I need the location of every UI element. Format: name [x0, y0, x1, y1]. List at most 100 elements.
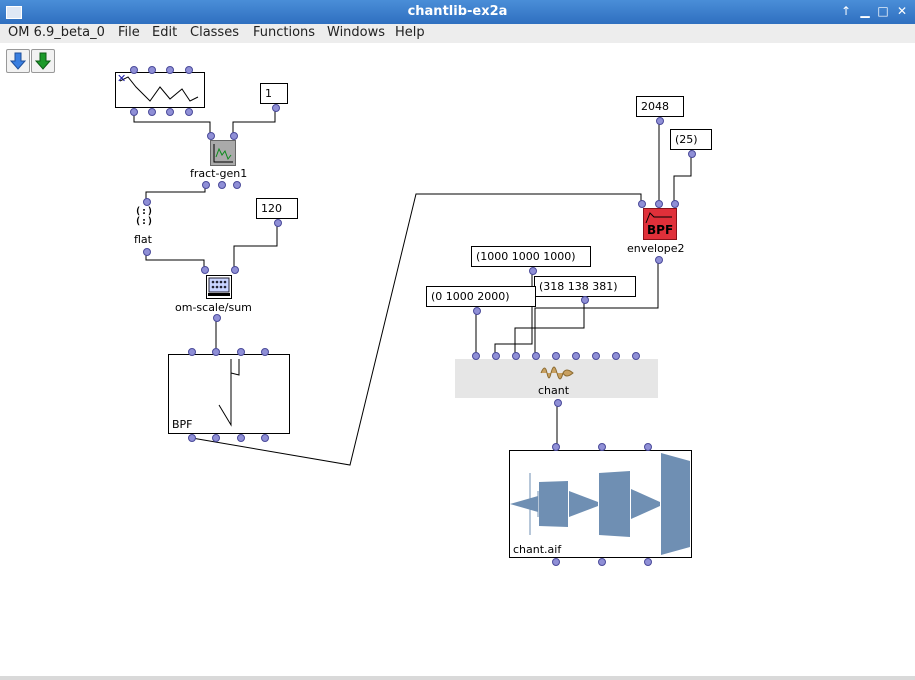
- fract-gen-icon[interactable]: [210, 140, 236, 166]
- inlet[interactable]: [552, 352, 560, 360]
- outlet[interactable]: [688, 150, 696, 158]
- outlet[interactable]: [148, 108, 156, 116]
- menu-bar: OM 6.9_beta_0 File Edit Classes Function…: [0, 24, 915, 43]
- inlet[interactable]: [130, 66, 138, 74]
- window-icon: [6, 6, 22, 19]
- inlet[interactable]: [671, 200, 679, 208]
- sound-box[interactable]: chant.aif: [509, 450, 692, 558]
- chant-icon: [540, 366, 574, 380]
- svg-text:BPF: BPF: [647, 223, 673, 237]
- outlet[interactable]: [202, 181, 210, 189]
- inlet[interactable]: [207, 132, 215, 140]
- menu-functions[interactable]: Functions: [253, 25, 316, 40]
- title-bar: chantlib-ex2a ↑ ▁ □ ✕: [0, 0, 915, 24]
- bpf-curve-icon: ✕: [117, 72, 199, 102]
- inlet[interactable]: [512, 352, 520, 360]
- outlet[interactable]: [552, 558, 560, 566]
- outlet[interactable]: [598, 558, 606, 566]
- maximize-icon[interactable]: □: [877, 4, 889, 18]
- menu-edit[interactable]: Edit: [152, 25, 178, 40]
- outlet[interactable]: [218, 181, 226, 189]
- bpf-preview-box[interactable]: ✕: [115, 72, 205, 108]
- arrow-down-blue-icon: [9, 52, 27, 70]
- inlet[interactable]: [231, 266, 239, 274]
- inlet[interactable]: [572, 352, 580, 360]
- arrow-down-green-icon: [34, 52, 52, 70]
- outlet[interactable]: [581, 296, 589, 304]
- fract-gen-label: fract-gen1: [190, 167, 248, 180]
- bottom-border: [0, 676, 915, 680]
- inlet[interactable]: [492, 352, 500, 360]
- inlet[interactable]: [655, 200, 663, 208]
- om-scale-icon[interactable]: [206, 275, 232, 299]
- window-title: chantlib-ex2a: [407, 4, 508, 19]
- chant-label: chant: [538, 384, 570, 397]
- om-scale-label: om-scale/sum: [175, 301, 252, 314]
- envelope-label: envelope2: [627, 242, 685, 255]
- menu-classes[interactable]: Classes: [190, 25, 239, 40]
- keep-above-icon[interactable]: ↑: [840, 4, 852, 18]
- inlet[interactable]: [638, 200, 646, 208]
- bpf-editor-box[interactable]: BPF: [168, 354, 290, 434]
- inlet[interactable]: [598, 443, 606, 451]
- inlet[interactable]: [143, 198, 151, 206]
- menu-windows[interactable]: Windows: [327, 25, 386, 40]
- inlet[interactable]: [592, 352, 600, 360]
- outlet[interactable]: [554, 399, 562, 407]
- outlet[interactable]: [130, 108, 138, 116]
- sound-label: chant.aif: [513, 543, 562, 556]
- menu-file[interactable]: File: [118, 25, 140, 40]
- inlet[interactable]: [185, 66, 193, 74]
- value-box-1[interactable]: 1: [260, 83, 288, 104]
- inlet[interactable]: [532, 352, 540, 360]
- toolbar: [0, 43, 915, 73]
- outlet[interactable]: [233, 181, 241, 189]
- envelope-bpf-icon[interactable]: BPF: [643, 208, 677, 240]
- inlet[interactable]: [237, 348, 245, 356]
- value-box-freqs[interactable]: (1000 1000 1000): [471, 246, 591, 267]
- outlet[interactable]: [272, 104, 280, 112]
- inlet[interactable]: [230, 132, 238, 140]
- outlet[interactable]: [274, 219, 282, 227]
- close-icon[interactable]: ✕: [896, 4, 908, 18]
- outlet[interactable]: [188, 434, 196, 442]
- inlet[interactable]: [166, 66, 174, 74]
- value-box-120[interactable]: 120: [256, 198, 298, 219]
- inlet[interactable]: [644, 443, 652, 451]
- inlet[interactable]: [201, 266, 209, 274]
- outlet[interactable]: [529, 267, 537, 275]
- outlet[interactable]: [261, 434, 269, 442]
- outlet[interactable]: [473, 307, 481, 315]
- flat-label: flat: [134, 233, 152, 246]
- inlet[interactable]: [261, 348, 269, 356]
- minimize-icon[interactable]: ▁: [860, 4, 870, 18]
- inlet[interactable]: [212, 348, 220, 356]
- value-box-25[interactable]: (25): [670, 129, 712, 150]
- inlet[interactable]: [552, 443, 560, 451]
- outlet[interactable]: [212, 434, 220, 442]
- inlet[interactable]: [632, 352, 640, 360]
- inlet[interactable]: [472, 352, 480, 360]
- value-box-2048[interactable]: 2048: [636, 96, 684, 117]
- inlet[interactable]: [148, 66, 156, 74]
- outlet[interactable]: [655, 256, 663, 264]
- outlet[interactable]: [185, 108, 193, 116]
- inlet[interactable]: [612, 352, 620, 360]
- value-box-amps[interactable]: (318 138 381): [534, 276, 636, 297]
- inlet[interactable]: [188, 348, 196, 356]
- outlet[interactable]: [213, 314, 221, 322]
- flat-icon[interactable]: (:)(:): [135, 206, 154, 227]
- menu-om[interactable]: OM 6.9_beta_0: [8, 25, 105, 40]
- chant-box[interactable]: chant: [455, 359, 658, 398]
- eval-blue-button[interactable]: [6, 49, 30, 73]
- outlet[interactable]: [143, 248, 151, 256]
- bpf-curve-icon: [218, 359, 240, 427]
- eval-green-button[interactable]: [31, 49, 55, 73]
- outlet[interactable]: [656, 117, 664, 125]
- value-box-times[interactable]: (0 1000 2000): [426, 286, 536, 307]
- outlet[interactable]: [644, 558, 652, 566]
- bpf-label: BPF: [172, 418, 193, 431]
- menu-help[interactable]: Help: [395, 25, 425, 40]
- outlet[interactable]: [166, 108, 174, 116]
- outlet[interactable]: [237, 434, 245, 442]
